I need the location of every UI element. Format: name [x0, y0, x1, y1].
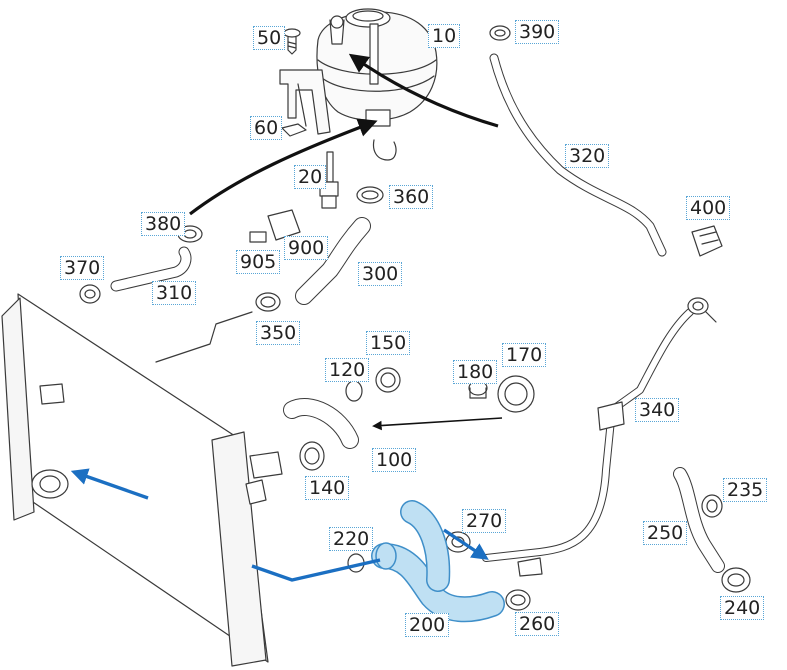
clamp-part-170 — [497, 375, 535, 413]
callout-part-120[interactable]: 120 — [325, 358, 370, 382]
callout-part-50[interactable]: 50 — [253, 26, 286, 50]
hose-part-320 — [489, 53, 667, 257]
callout-part-380[interactable]: 380 — [141, 212, 186, 236]
callout-part-340[interactable]: 340 — [635, 398, 680, 422]
callout-part-270[interactable]: 270 — [462, 509, 507, 533]
level-sensor-part-20 — [319, 151, 339, 209]
expansion-tank-part-10 — [316, 8, 438, 161]
blue-arrow-radiator-outlet — [251, 558, 381, 582]
radiator — [1, 293, 283, 667]
tank-bracket — [279, 69, 331, 135]
clamp-part-390 — [489, 25, 511, 41]
callout-part-10[interactable]: 10 — [428, 24, 461, 48]
pipe-part-340 — [482, 297, 717, 577]
o-ring-part-120 — [345, 380, 363, 402]
nut-part-60 — [281, 123, 307, 137]
clamp-part-370 — [79, 284, 101, 304]
callout-part-310[interactable]: 310 — [152, 281, 197, 305]
blue-arrow-radiator-inlet — [70, 468, 149, 500]
callout-part-390[interactable]: 390 — [515, 20, 560, 44]
hose-part-310 — [110, 246, 192, 292]
clamp-part-260 — [505, 589, 531, 611]
callout-part-20[interactable]: 20 — [294, 165, 327, 189]
callout-part-60[interactable]: 60 — [250, 116, 283, 140]
callout-part-150[interactable]: 150 — [366, 331, 411, 355]
callout-part-220[interactable]: 220 — [329, 527, 374, 551]
hose-part-100 — [283, 398, 359, 449]
hose-part-250 — [673, 467, 725, 573]
clamp-part-140 — [299, 441, 325, 471]
clamp-part-360 — [356, 186, 384, 204]
thermostat-part-180 — [468, 380, 488, 399]
callout-part-300[interactable]: 300 — [358, 262, 403, 286]
flow-arrow-thermostat — [372, 417, 503, 431]
callout-part-170[interactable]: 170 — [502, 343, 547, 367]
callout-part-240[interactable]: 240 — [720, 596, 765, 620]
callout-part-905[interactable]: 905 — [236, 250, 281, 274]
callout-part-900[interactable]: 900 — [284, 236, 329, 260]
callout-part-250[interactable]: 250 — [643, 521, 688, 545]
callout-part-400[interactable]: 400 — [686, 196, 731, 220]
clamp-part-350 — [255, 292, 281, 312]
callout-part-140[interactable]: 140 — [305, 476, 350, 500]
valve-part-900 — [249, 209, 301, 243]
callout-part-360[interactable]: 360 — [389, 185, 434, 209]
clamp-part-240 — [721, 567, 751, 593]
screw-part-50 — [283, 28, 301, 55]
blue-arrow-clamp-270 — [443, 528, 489, 560]
clamp-part-235 — [701, 494, 723, 518]
callout-part-100[interactable]: 100 — [372, 448, 417, 472]
flow-arrow-tank-return — [348, 53, 499, 128]
connector-part-400 — [691, 225, 723, 257]
callout-part-180[interactable]: 180 — [453, 360, 498, 384]
callout-part-235[interactable]: 235 — [723, 478, 768, 502]
clamp-part-150 — [375, 367, 401, 393]
hose-part-300 — [295, 217, 371, 305]
hose-part-200-highlighted — [371, 500, 505, 623]
flow-arrow-to-tank — [189, 118, 378, 216]
callout-part-200[interactable]: 200 — [405, 613, 450, 637]
callout-part-260[interactable]: 260 — [515, 612, 560, 636]
callout-part-350[interactable]: 350 — [256, 321, 301, 345]
callout-part-320[interactable]: 320 — [565, 144, 610, 168]
callout-part-370[interactable]: 370 — [60, 256, 105, 280]
